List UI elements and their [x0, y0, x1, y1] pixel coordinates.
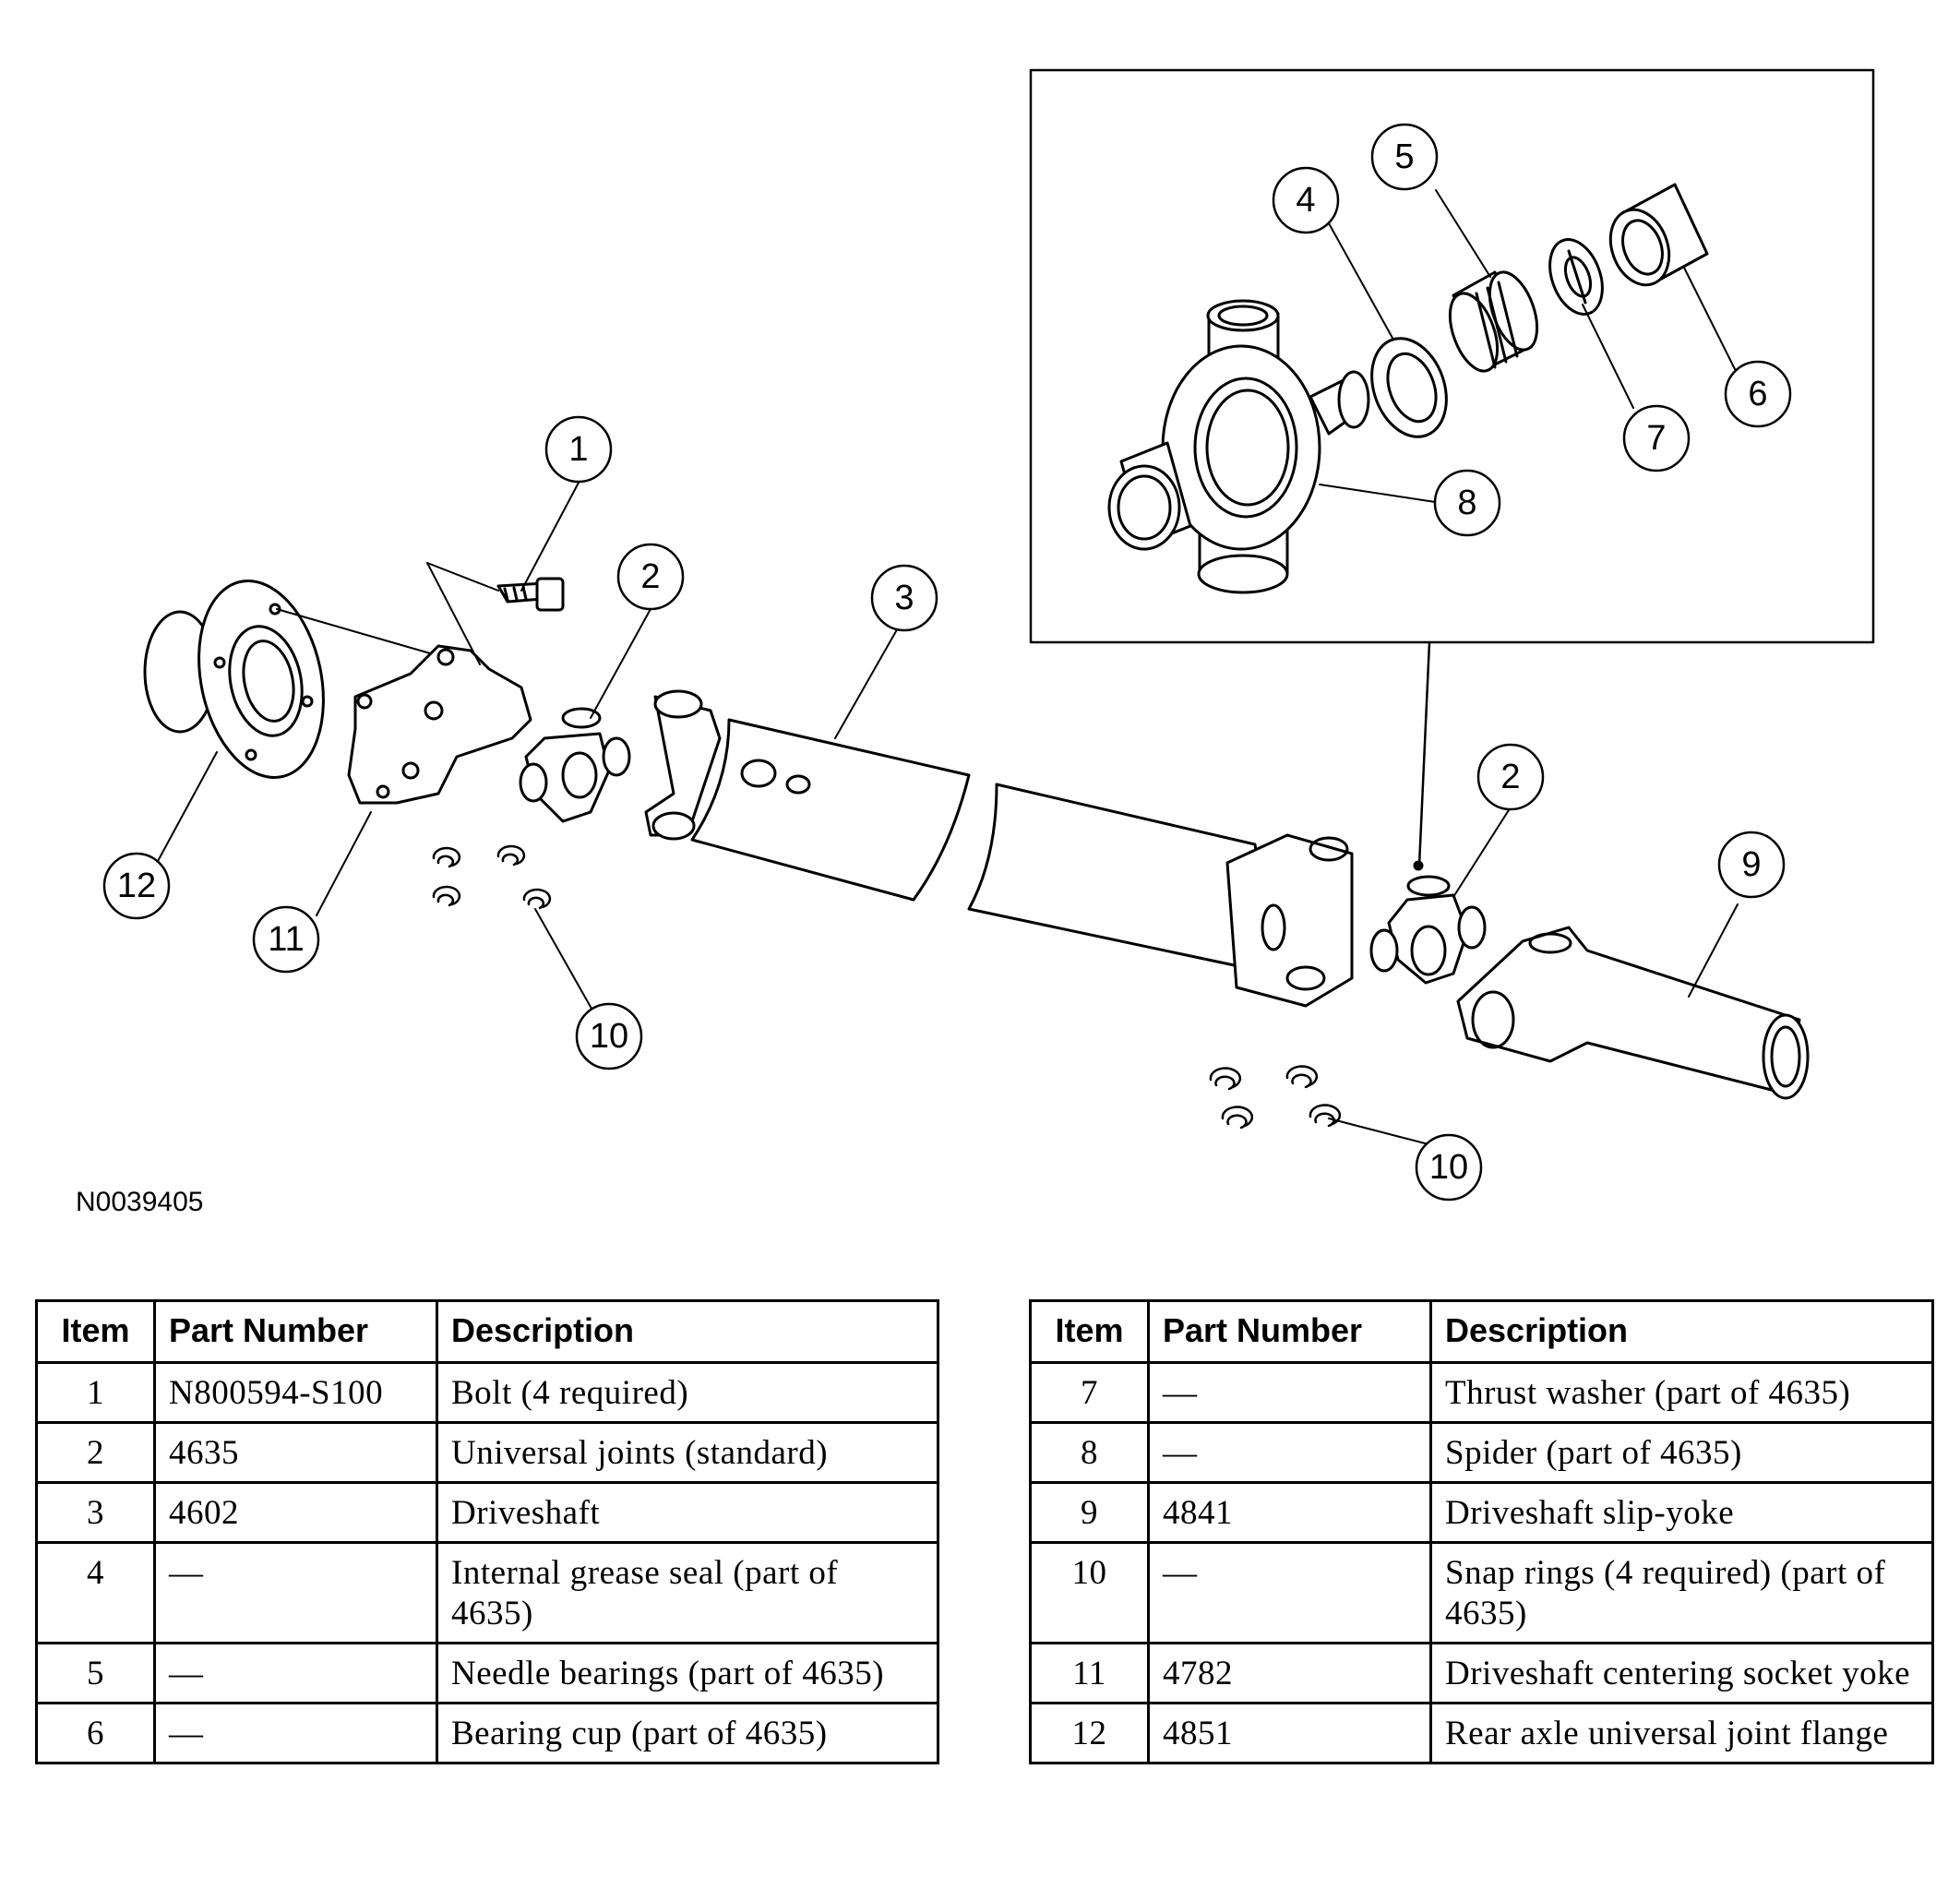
cell-item: 6	[35, 1702, 156, 1764]
header-item: Item	[35, 1299, 156, 1364]
callout-1: 1	[568, 430, 588, 469]
cell-description: Rear axle universal joint flange	[1429, 1702, 1934, 1764]
cell-part-number: 4782	[1147, 1642, 1432, 1704]
cell-item: 2	[35, 1421, 156, 1484]
spider-drawing	[1107, 299, 1370, 594]
cell-part-number: 4851	[1147, 1702, 1432, 1764]
needle-bearing-drawing	[1448, 270, 1539, 373]
cell-part-number: 4635	[153, 1421, 438, 1484]
cell-item: 8	[1029, 1421, 1150, 1484]
universal-joint-left-drawing	[519, 707, 631, 823]
table-row: 10 — Snap rings (4 required) (part of 46…	[1029, 1541, 1934, 1644]
callout-10-right: 10	[1429, 1148, 1468, 1187]
driveshaft-drawing	[644, 689, 1354, 1008]
callout-12: 12	[117, 867, 156, 905]
cell-item: 5	[35, 1642, 156, 1704]
cell-description: Internal grease seal (part of 4635)	[436, 1541, 939, 1644]
cell-item: 1	[35, 1361, 156, 1424]
cell-description: Thrust washer (part of 4635)	[1429, 1361, 1934, 1424]
universal-joint-right-drawing	[1369, 875, 1487, 985]
cell-description: Needle bearings (part of 4635)	[436, 1642, 939, 1704]
callout-7: 7	[1646, 419, 1666, 458]
callout-4: 4	[1296, 181, 1315, 220]
cell-part-number: 4841	[1147, 1481, 1432, 1544]
cell-part-number: —	[1147, 1541, 1432, 1644]
callout-10-left: 10	[590, 1017, 628, 1056]
callout-6: 6	[1748, 375, 1767, 413]
cell-description: Driveshaft slip-yoke	[1429, 1481, 1934, 1544]
cell-description: Driveshaft	[436, 1481, 939, 1544]
table-header-row: Item Part Number Description	[1029, 1299, 1934, 1364]
table-row: 2 4635 Universal joints (standard)	[35, 1421, 939, 1484]
callout-2-right: 2	[1500, 758, 1520, 796]
table-row: 8 — Spider (part of 4635)	[1029, 1421, 1934, 1484]
snap-rings-left-drawing	[432, 844, 552, 910]
cell-description: Spider (part of 4635)	[1429, 1421, 1934, 1484]
table-header-row: Item Part Number Description	[35, 1299, 939, 1364]
callout-9: 9	[1741, 845, 1761, 884]
table-row: 5 — Needle bearings (part of 4635)	[35, 1642, 939, 1704]
cell-description: Universal joints (standard)	[436, 1421, 939, 1484]
header-description: Description	[1429, 1299, 1934, 1364]
figure-code: N0039405	[76, 1187, 204, 1217]
callout-2-left: 2	[640, 557, 660, 596]
cell-part-number: —	[153, 1541, 438, 1644]
cell-item: 9	[1029, 1481, 1150, 1544]
table-row: 9 4841 Driveshaft slip-yoke	[1029, 1481, 1934, 1544]
cell-description: Snap rings (4 required) (part of 4635)	[1429, 1541, 1934, 1644]
cell-part-number: 4602	[153, 1481, 438, 1544]
centering-socket-yoke-drawing	[347, 644, 532, 805]
callout-circles	[102, 123, 1792, 1202]
table-row: 3 4602 Driveshaft	[35, 1481, 939, 1544]
callout-8: 8	[1457, 484, 1476, 522]
cell-item: 3	[35, 1481, 156, 1544]
detail-inset-box	[1029, 68, 1875, 644]
table-row: 4 — Internal grease seal (part of 4635)	[35, 1541, 939, 1644]
cell-item: 7	[1029, 1361, 1150, 1424]
table-row: 7 — Thrust washer (part of 4635)	[1029, 1361, 1934, 1424]
thrust-washer-drawing	[1548, 238, 1604, 316]
cell-description: Driveshaft centering socket yoke	[1429, 1642, 1934, 1704]
grease-seal-drawing	[1370, 337, 1448, 438]
table-row: 12 4851 Rear axle universal joint flange	[1029, 1702, 1934, 1764]
cell-part-number: —	[153, 1642, 438, 1704]
snap-rings-right-drawing	[1209, 1065, 1342, 1130]
inset-leader-line	[1417, 640, 1431, 867]
callout-5: 5	[1394, 137, 1414, 176]
header-item: Item	[1029, 1299, 1150, 1364]
axle-flange-drawing	[143, 579, 325, 780]
leader-lines	[156, 189, 1739, 1145]
cell-item: 12	[1029, 1702, 1150, 1764]
parts-table-right: Item Part Number Description 7 — Thrust …	[1029, 1299, 1934, 1764]
cell-part-number: —	[1147, 1421, 1432, 1484]
cell-item: 11	[1029, 1642, 1150, 1704]
cell-description: Bolt (4 required)	[436, 1361, 939, 1424]
callout-3: 3	[894, 579, 914, 617]
callout-labels: 1 2 3 4 5 6 7 8 9 10 11 12 2 10	[117, 137, 1768, 1187]
cell-item: 4	[35, 1541, 156, 1644]
cell-description: Bearing cup (part of 4635)	[436, 1702, 939, 1764]
cell-item: 10	[1029, 1541, 1150, 1644]
callout-11: 11	[268, 920, 304, 959]
header-description: Description	[436, 1299, 939, 1364]
driveshaft-exploded-diagram: 1 2 3 4 5 6 7 8 9 10 11 12 2 10	[102, 68, 1875, 1202]
slip-yoke-drawing	[1456, 926, 1810, 1100]
header-part-number: Part Number	[153, 1299, 438, 1364]
table-row: 1 N800594-S100 Bolt (4 required)	[35, 1361, 939, 1424]
cell-part-number: —	[153, 1702, 438, 1764]
bearing-cup-drawing	[1608, 183, 1709, 287]
bolt-drawing	[426, 562, 565, 665]
parts-table-left: Item Part Number Description 1 N800594-S…	[35, 1299, 939, 1764]
cell-part-number: N800594-S100	[153, 1361, 438, 1424]
table-row: 6 — Bearing cup (part of 4635)	[35, 1702, 939, 1764]
cell-part-number: —	[1147, 1361, 1432, 1424]
table-row: 11 4782 Driveshaft centering socket yoke	[1029, 1642, 1934, 1704]
header-part-number: Part Number	[1147, 1299, 1432, 1364]
